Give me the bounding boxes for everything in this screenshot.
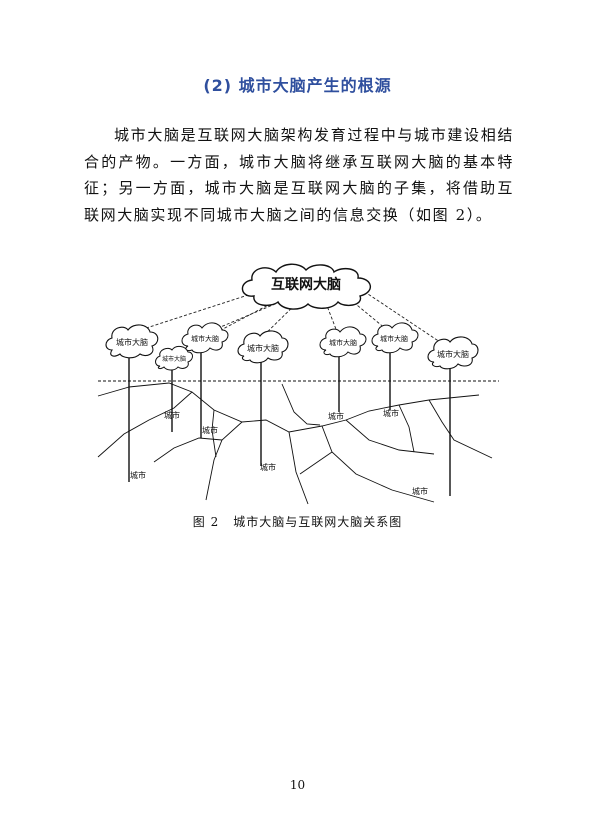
city-brain-label: 城市大脑 xyxy=(380,334,408,343)
city-brain-label: 城市大脑 xyxy=(437,349,469,359)
section-heading: (2) 城市大脑产生的根源 xyxy=(203,76,392,95)
city-brain-4: 城市大脑 xyxy=(237,330,289,466)
internet-brain-cloud: 互联网大脑 xyxy=(241,263,371,310)
city-brain-6: 城市大脑 xyxy=(371,322,419,410)
body-paragraph: 城市大脑是互联网大脑架构发育过程中与城市建设相结合的产物。一方面，城市大脑将继承… xyxy=(84,126,514,224)
city-brain-label: 城市大脑 xyxy=(247,343,279,353)
city-brain-label: 城市大脑 xyxy=(162,355,186,363)
city-label: 城市 xyxy=(412,486,428,496)
internet-brain-label: 互联网大脑 xyxy=(271,276,341,293)
figure-number: 图 2 xyxy=(192,515,220,529)
city-brain-label: 城市大脑 xyxy=(191,334,219,343)
city-label: 城市 xyxy=(260,462,276,472)
city-label: 城市 xyxy=(328,411,344,421)
city-label: 城市 xyxy=(202,425,218,435)
region-lines xyxy=(97,380,499,505)
city-labels: 城市 城市 城市 城市 城市 城市 城市 xyxy=(130,408,428,496)
figure-caption-text: 城市大脑与互联网大脑关系图 xyxy=(233,515,403,529)
city-label: 城市 xyxy=(383,408,399,418)
city-label: 城市 xyxy=(164,410,180,420)
city-brain-7: 城市大脑 xyxy=(427,336,479,496)
figure-caption: 图 2 城市大脑与互联网大脑关系图 xyxy=(0,513,595,530)
city-brain-3: 城市大脑 xyxy=(181,322,229,438)
city-label: 城市 xyxy=(130,470,146,480)
city-brain-label: 城市大脑 xyxy=(329,338,357,347)
city-brain-5: 城市大脑 xyxy=(319,326,367,412)
page-number: 10 xyxy=(289,778,306,792)
city-brain-1: 城市大脑 xyxy=(105,324,159,482)
city-brain-2: 城市大脑 xyxy=(155,345,193,432)
relationship-diagram: 互联网大脑 城市大脑 城市大脑 xyxy=(94,262,499,507)
city-brain-label: 城市大脑 xyxy=(116,337,148,347)
